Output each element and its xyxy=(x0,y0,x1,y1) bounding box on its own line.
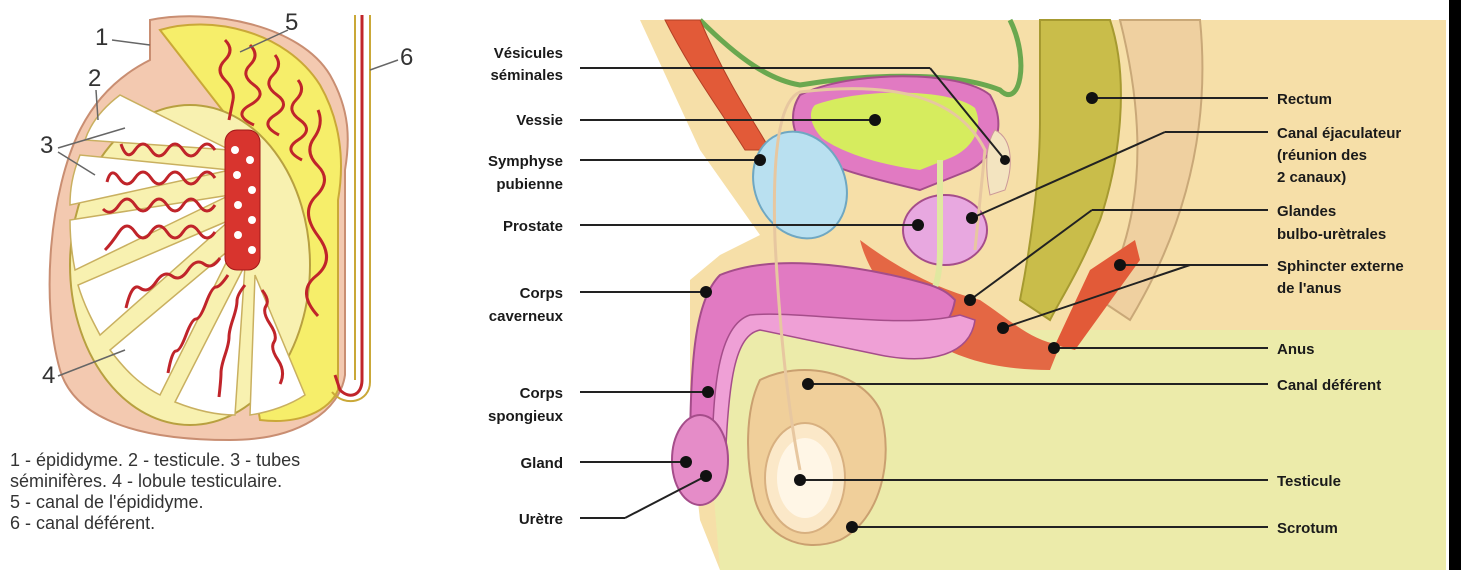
label-vessie: Vessie xyxy=(516,112,563,129)
label-corps-caverneux-2: caverneux xyxy=(489,308,564,325)
num-3: 3 xyxy=(40,132,53,159)
testis-diagram: 1 2 3 4 5 6 xyxy=(40,9,413,440)
caption-line-1: 1 - épididyme. 2 - testicule. 3 - tubes xyxy=(10,450,300,471)
label-canal-deferent: Canal déférent xyxy=(1277,377,1381,394)
label-corps-spongieux-2: spongieux xyxy=(488,408,564,425)
label-glandes-2: bulbo-urètrales xyxy=(1277,226,1386,243)
label-rectum: Rectum xyxy=(1277,91,1332,108)
caption-line-3: 5 - canal de l'épididyme. xyxy=(10,492,300,513)
label-anus: Anus xyxy=(1277,341,1315,358)
label-uretre: Urètre xyxy=(519,511,563,528)
label-canal-ejac-3: 2 canaux) xyxy=(1277,169,1346,186)
right-edge-bar xyxy=(1449,0,1461,570)
num-4: 4 xyxy=(42,362,55,389)
label-sphincter-2: de l'anus xyxy=(1277,280,1341,297)
label-canal-ejac-2: (réunion des xyxy=(1277,147,1367,164)
label-prostate: Prostate xyxy=(503,218,563,235)
testis-caption: 1 - épididyme. 2 - testicule. 3 - tubes … xyxy=(10,450,300,534)
num-5: 5 xyxy=(285,9,298,36)
sagittal-diagram: Vésicules séminales Vessie Symphyse pubi… xyxy=(488,20,1446,570)
label-vesicules-1: Vésicules xyxy=(494,45,563,62)
label-symphyse-1: Symphyse xyxy=(488,153,563,170)
label-canal-ejac-1: Canal éjaculateur xyxy=(1277,125,1401,142)
num-6: 6 xyxy=(400,44,413,71)
left-labels: Vésicules séminales Vessie Symphyse pubi… xyxy=(488,45,564,528)
label-gland: Gland xyxy=(520,455,563,472)
num-1: 1 xyxy=(95,24,108,51)
label-scrotum: Scrotum xyxy=(1277,520,1338,537)
caption-line-2: séminifères. 4 - lobule testiculaire. xyxy=(10,471,300,492)
label-symphyse-2: pubienne xyxy=(496,176,563,193)
caption-line-4: 6 - canal déférent. xyxy=(10,513,300,534)
label-vesicules-2: séminales xyxy=(490,67,563,84)
label-testicule: Testicule xyxy=(1277,473,1341,490)
label-glandes-1: Glandes xyxy=(1277,203,1336,220)
label-sphincter-1: Sphincter externe xyxy=(1277,258,1404,275)
num-2: 2 xyxy=(88,65,101,92)
label-corps-caverneux-1: Corps xyxy=(520,285,563,302)
label-corps-spongieux-1: Corps xyxy=(520,385,563,402)
